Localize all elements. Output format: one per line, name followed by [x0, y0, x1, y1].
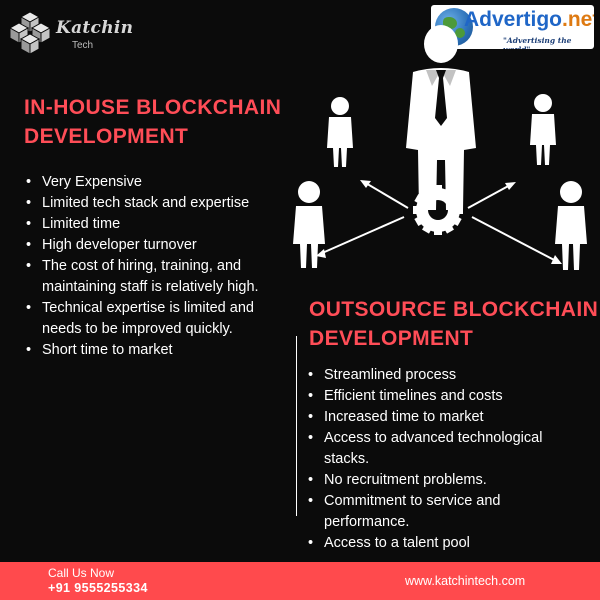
list-item: The cost of hiring, training, and mainta… [24, 256, 289, 298]
inhouse-title-line1: IN-HOUSE BLOCKCHAIN [24, 96, 282, 119]
outsource-list: Streamlined process Efficient timelines … [306, 365, 581, 554]
call-us-label: Call Us Now [48, 566, 115, 580]
list-item: Commitment to service and performance. [306, 491, 581, 533]
inhouse-title: IN-HOUSE BLOCKCHAIN DEVELOPMENT [24, 93, 281, 151]
list-item: Short time to market [24, 340, 289, 361]
inhouse-title-line2: DEVELOPMENT [24, 125, 189, 148]
list-item: Very Expensive [24, 172, 289, 193]
list-item: Limited time [24, 214, 289, 235]
contact-footer: Call Us Now +91 9555255334 www.katchinte… [0, 562, 600, 600]
list-item: Increased time to market [306, 407, 581, 428]
team-member-figure [327, 97, 353, 167]
stacked-cubes-icon [8, 12, 52, 54]
list-item: Limited tech stack and expertise [24, 193, 289, 214]
advertigo-tagline: "Advertising the world" [503, 36, 572, 49]
brand-subtitle: Tech [72, 40, 94, 51]
website-link[interactable]: www.katchintech.com [405, 574, 526, 588]
team-member-figure [555, 181, 587, 270]
advertigo-badge[interactable]: Advertigo.net "Advertising the world" [431, 5, 594, 49]
delegation-network-icon [293, 25, 587, 270]
outsource-title-line2: DEVELOPMENT [309, 327, 474, 350]
advertigo-name-suffix: .net [562, 8, 594, 31]
list-item: Access to advanced technological stacks. [306, 428, 581, 470]
inhouse-list: Very Expensive Limited tech stack and ex… [24, 172, 289, 361]
list-item: Efficient timelines and costs [306, 386, 581, 407]
advertigo-name: Advertigo.net [464, 8, 594, 32]
list-item: Streamlined process [306, 365, 581, 386]
list-item: No recruitment problems. [306, 470, 581, 491]
list-item: Access to a talent pool [306, 533, 581, 554]
team-member-figure [293, 181, 325, 268]
advertigo-name-main: Advertigo [464, 8, 563, 31]
outsource-title-line1: OUTSOURCE BLOCKCHAIN [309, 298, 599, 321]
outsource-title: OUTSOURCE BLOCKCHAIN DEVELOPMENT [309, 295, 598, 353]
brand-logo: Katchin Tech [6, 12, 133, 56]
manager-figure [406, 25, 476, 210]
team-member-figure [530, 94, 556, 165]
column-divider [296, 336, 297, 516]
brand-name: Katchin [56, 18, 134, 38]
list-item: High developer turnover [24, 235, 289, 256]
list-item: Technical expertise is limited and needs… [24, 298, 289, 340]
phone-number[interactable]: +91 9555255334 [48, 581, 148, 595]
